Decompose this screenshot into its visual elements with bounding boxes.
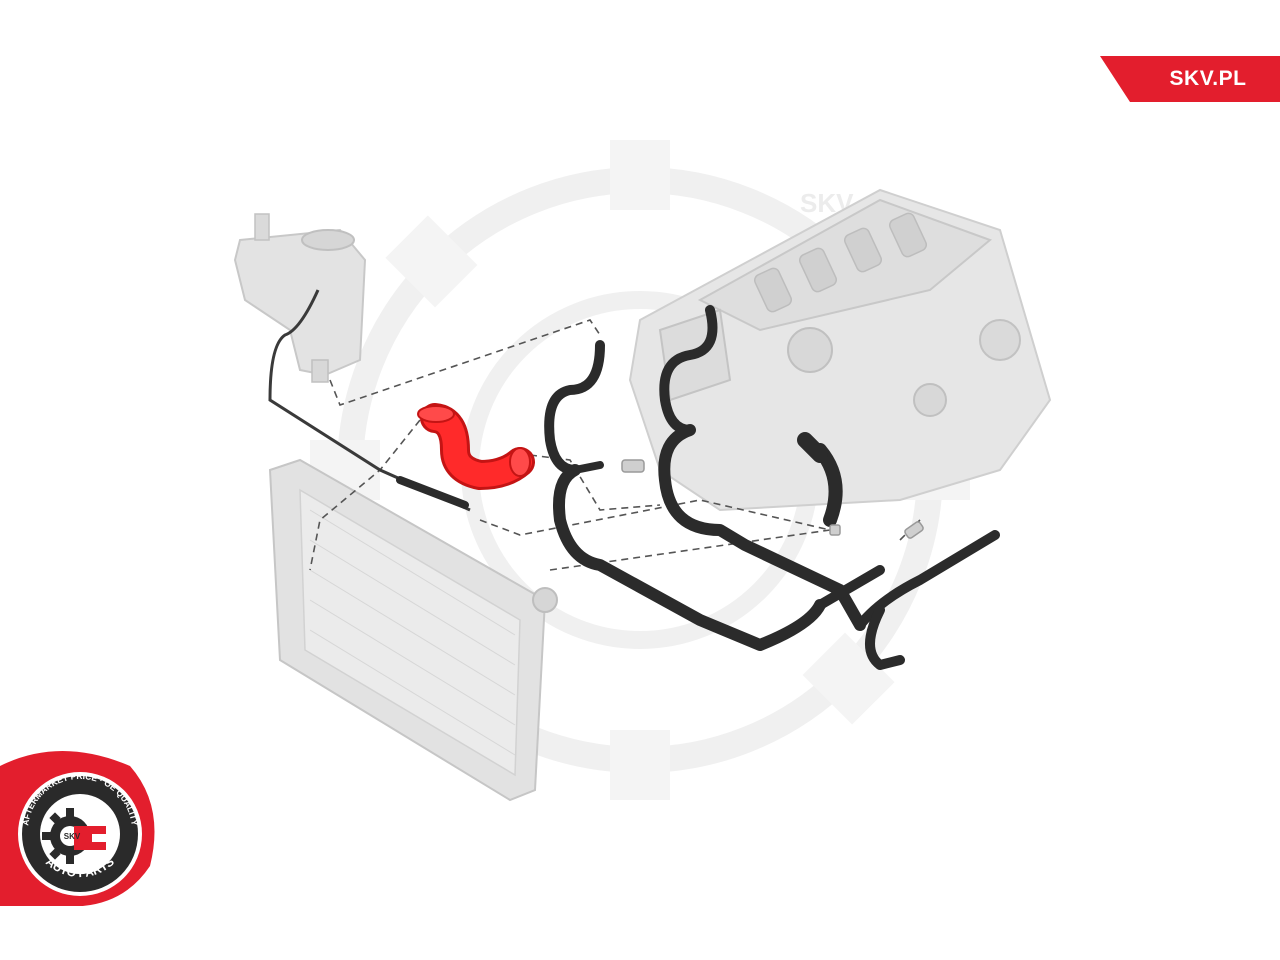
expansion-tank-icon [233,213,367,383]
vent-hose-end [396,476,469,509]
connector-icons [621,459,924,539]
radiator-icon [268,458,558,802]
brand-label: SKV.PL [1169,67,1247,90]
coolant-hose-assembly-icon [544,305,1000,670]
highlighted-hose-icon [417,403,535,490]
vent-hose [268,289,471,512]
skv-auto-parts-seal: AFTERMARKET PRICE · OE QUALITY AUTO PART… [0,751,155,906]
brand-tab-shape [1100,56,1280,102]
brand-tab[interactable]: SKV.PL [1100,56,1280,102]
seal-center-text: SKV [64,832,81,841]
seal-gear-icon [42,808,106,864]
